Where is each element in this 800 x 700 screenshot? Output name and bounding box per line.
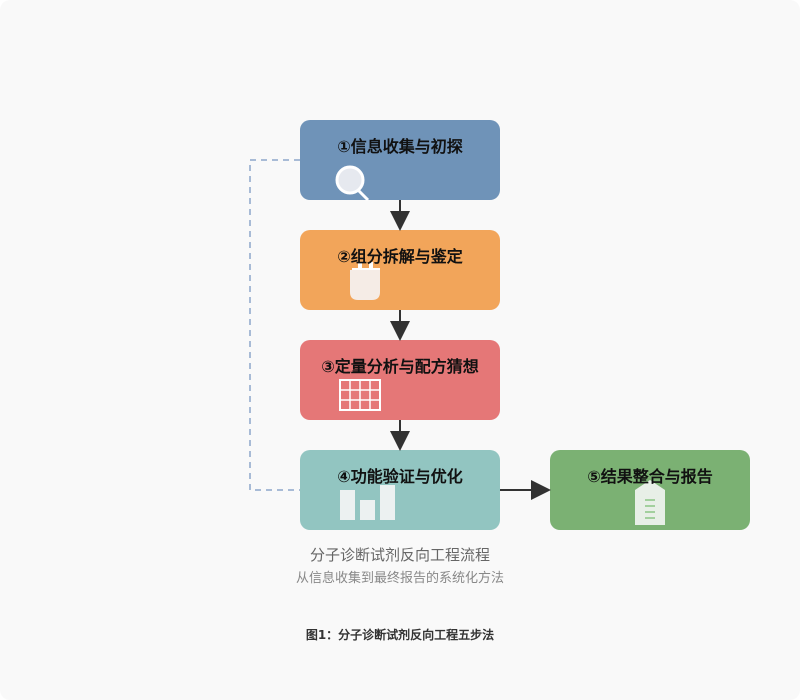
step-box-2 bbox=[300, 230, 500, 310]
step-box-4 bbox=[300, 450, 500, 530]
step-box-3 bbox=[300, 340, 500, 420]
step-title-5: ⑤结果整合与报告 bbox=[587, 467, 713, 486]
step-title-3: ③定量分析与配方猜想 bbox=[321, 357, 479, 376]
magnifier-icon bbox=[335, 165, 370, 202]
step-title-2: ②组分拆解与鉴定 bbox=[337, 247, 463, 266]
bottle-icon bbox=[350, 262, 380, 300]
figure-caption: 图1：分子诊断试剂反向工程五步法 bbox=[305, 628, 495, 642]
feedback-loop-line bbox=[249, 159, 300, 491]
bar-chart-icon bbox=[340, 485, 395, 520]
diagram-subtitle: 分子诊断试剂反向工程流程 bbox=[309, 546, 490, 564]
step-title-1: ①信息收集与初探 bbox=[337, 137, 463, 156]
step-box-1 bbox=[300, 120, 500, 200]
document-icon bbox=[635, 480, 665, 525]
step-title-4: ④功能验证与优化 bbox=[337, 467, 463, 486]
grid-table-icon bbox=[339, 379, 381, 411]
diagram-subtitle-secondary: 从信息收集到最终报告的系统化方法 bbox=[295, 571, 504, 586]
